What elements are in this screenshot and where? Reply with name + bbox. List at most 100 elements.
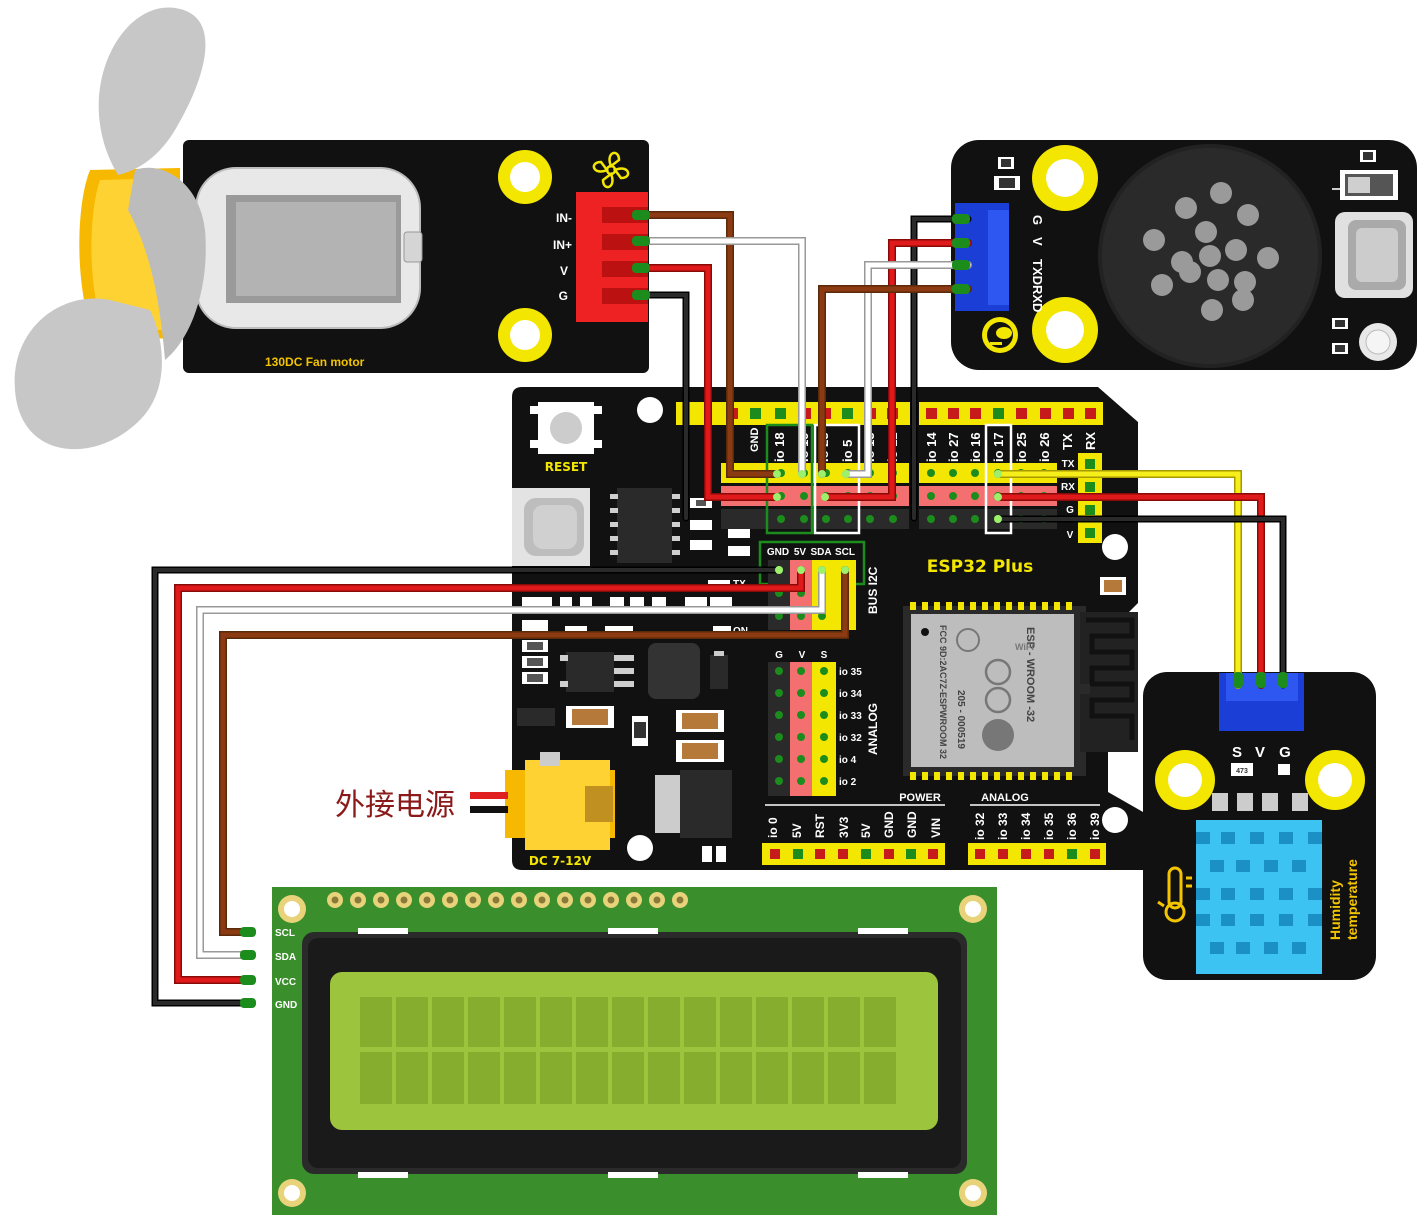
sensor-label: Humidity xyxy=(1327,880,1343,940)
analog-pin-label: io 35 xyxy=(839,667,862,678)
top-pin-label: RX xyxy=(1083,432,1098,450)
ic-chip xyxy=(617,488,672,563)
voice-module: G V TXD RXD xyxy=(951,140,1417,370)
module-cert: 205 - 000519 xyxy=(955,690,966,749)
power-pin-label: GND xyxy=(905,811,919,838)
fan-module: IN- IN+ V G 130DC Fan motor xyxy=(14,7,649,450)
uart-side-label: G xyxy=(1066,505,1074,516)
top-pin-label: io 17 xyxy=(991,432,1006,462)
power-pin-label: 5V xyxy=(859,823,873,838)
sensor-label: temperature xyxy=(1344,859,1360,940)
analog-bottom-header xyxy=(968,843,1106,865)
uart-side-label: V xyxy=(1067,530,1074,541)
highlight-io17 xyxy=(984,423,1013,535)
voice-pin-label: TXD xyxy=(1030,259,1045,285)
highlight-io5 xyxy=(813,423,861,535)
analog-gvs-label: S xyxy=(821,650,828,661)
analog-bottom-label: io 34 xyxy=(1019,812,1033,840)
dc-power-jack xyxy=(505,752,615,850)
board-mount-hole xyxy=(627,835,653,861)
uart-side-label: TX xyxy=(1062,459,1075,470)
regulator-chip xyxy=(566,652,614,692)
microphone-icon xyxy=(982,317,1018,353)
fan-caption: 130DC Fan motor xyxy=(265,355,365,369)
voice-pin-label: G xyxy=(1030,215,1045,225)
module-fcc: FCC 9D:2AC7Z-ESPWROOM 32 xyxy=(938,625,948,759)
wire-terminals xyxy=(240,210,1288,1008)
voice-pin-label: RXD xyxy=(1030,285,1045,312)
reset-button[interactable] xyxy=(530,402,602,454)
i2c-pin-label: 5V xyxy=(794,547,807,558)
top-pin-label: io 25 xyxy=(1014,432,1029,462)
power-header xyxy=(762,843,945,865)
i2c-title: BUS I2C xyxy=(866,566,880,614)
fan-pin-label: IN- xyxy=(556,211,572,225)
power-lead-red xyxy=(470,792,508,799)
fan-icon xyxy=(592,151,630,189)
voice-pin-label: V xyxy=(1030,237,1045,246)
i2c-pin-label: GND xyxy=(767,547,789,558)
i2c-pin-label: SDA xyxy=(810,547,831,558)
reset-label: RESET xyxy=(545,460,588,474)
analog-vertical-label: ANALOG xyxy=(866,703,880,755)
fan-blade xyxy=(128,167,206,360)
inductor xyxy=(648,643,700,699)
analog-gvs-label: G xyxy=(775,650,783,661)
fan-blade xyxy=(98,7,206,175)
analog-pin-label: io 2 xyxy=(839,777,857,788)
resistor-label: 473 xyxy=(1236,768,1248,775)
top-pin-label: io 16 xyxy=(968,432,983,462)
external-power-label: 外接电源 xyxy=(335,788,455,823)
top-right-header xyxy=(919,402,1103,425)
analog-pin-label: io 4 xyxy=(839,755,857,766)
analog-pin-label: io 34 xyxy=(839,689,862,700)
sensor-pin-label: G xyxy=(1279,744,1291,761)
fan-pin-label: IN+ xyxy=(553,238,572,252)
module-wifi: WiFi xyxy=(1015,642,1034,652)
sensor-pin-label: S xyxy=(1232,744,1242,761)
power-pin-label: VIN xyxy=(929,818,943,838)
wires xyxy=(151,211,1287,1007)
analog-bottom-label: io 35 xyxy=(1042,812,1056,840)
uart-side-label: RX xyxy=(1061,482,1075,493)
fan-pin-label: G xyxy=(559,289,568,303)
power-pin-label: RST xyxy=(813,813,827,838)
analog-header-title: ANALOG xyxy=(981,792,1029,804)
speaker-grille xyxy=(1143,182,1279,321)
lcd-pin-label: VCC xyxy=(275,977,296,988)
fan-pin-label: V xyxy=(560,264,568,278)
board-mount-hole xyxy=(1102,807,1128,833)
power-pin-label: GND xyxy=(882,811,896,838)
board-title: ESP32 Plus xyxy=(927,557,1033,577)
analog-bottom-label: io 32 xyxy=(973,812,987,840)
board-mount-hole xyxy=(637,397,663,423)
top-pin-label: TX xyxy=(1060,433,1075,450)
sensor-pin-label: V xyxy=(1255,744,1265,761)
dc-jack-label: DC 7-12V xyxy=(529,854,592,868)
fan-blade xyxy=(14,298,162,450)
lcd-pin-label: GND xyxy=(275,1000,297,1011)
analog-pin-label: io 32 xyxy=(839,733,862,744)
top-pin-label: io 5 xyxy=(840,440,855,462)
lcd-module: SCL SDA VCC GND xyxy=(272,887,997,1215)
top-left-header xyxy=(676,402,910,425)
analog-bottom-label: io 33 xyxy=(996,812,1010,840)
temp-humidity-module: S V G 473 Humidity temperature xyxy=(1143,672,1376,980)
i2c-pin-label: SCL xyxy=(835,547,855,558)
top-pin-label: io 27 xyxy=(946,432,961,462)
power-pin-label: io 0 xyxy=(766,817,780,838)
board-mount-hole xyxy=(1102,534,1128,560)
lcd-character-cells xyxy=(360,997,896,1104)
lcd-pin-label: SDA xyxy=(275,952,296,963)
top-pin-label: io 18 xyxy=(772,432,787,462)
analog-pin-label: io 33 xyxy=(839,711,862,722)
dc-motor xyxy=(182,167,423,329)
module-name: ESP - WROOM -32 xyxy=(1024,627,1036,722)
power-header-title: POWER xyxy=(899,792,941,804)
top-pin-label: io 14 xyxy=(924,432,939,462)
analog-bottom-label: io 39 xyxy=(1088,812,1102,840)
highlight-io18 xyxy=(765,423,814,535)
top-pin-label: io 26 xyxy=(1037,432,1052,462)
fcc-logo-icon xyxy=(956,628,980,652)
